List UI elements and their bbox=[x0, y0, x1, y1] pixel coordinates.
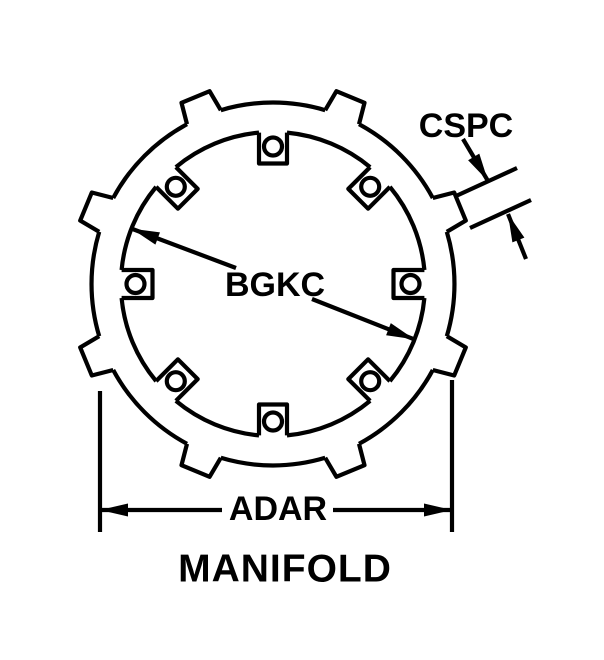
adar-dimension-line-arrowhead bbox=[424, 503, 452, 517]
cspc-leader-arrowhead bbox=[468, 153, 488, 181]
outer-rim-arc bbox=[111, 369, 188, 446]
inner-bore-arc bbox=[286, 399, 372, 438]
inner-bore-arc bbox=[388, 185, 427, 271]
outer-rim-arc bbox=[220, 455, 326, 468]
inner-bore-arc bbox=[119, 185, 158, 271]
mounting-tab bbox=[323, 443, 367, 479]
bolt-boss bbox=[256, 132, 290, 166]
bolt-boss bbox=[391, 267, 425, 301]
bolt-boss bbox=[121, 267, 155, 301]
mounting-tab bbox=[78, 190, 114, 234]
bolt-boss bbox=[346, 357, 392, 403]
outer-rim-arc bbox=[89, 231, 102, 337]
bolt-hole bbox=[261, 135, 285, 158]
outer-rim-arc bbox=[358, 122, 435, 199]
cspc-tick-line bbox=[455, 166, 518, 198]
inner-bore-arc bbox=[174, 130, 260, 169]
bolt-hole bbox=[261, 410, 285, 433]
bolt-hole bbox=[124, 272, 147, 296]
bolt-boss bbox=[346, 165, 392, 211]
mounting-tab bbox=[323, 89, 367, 125]
cspc-leader-arrowhead bbox=[508, 214, 525, 243]
bolt-hole bbox=[399, 272, 422, 296]
mounting-tab bbox=[78, 334, 114, 378]
outer-rim-arc bbox=[220, 100, 326, 113]
bolt-hole bbox=[164, 175, 187, 198]
outer-rim-arc bbox=[444, 231, 457, 337]
bolt-boss bbox=[154, 357, 200, 403]
mounting-tab bbox=[432, 190, 468, 234]
inner-bore-arc bbox=[388, 297, 427, 383]
mounting-tab bbox=[179, 443, 223, 479]
outer-rim-arc bbox=[111, 122, 188, 199]
bgkc-label: BGKC bbox=[224, 266, 326, 304]
bgkc-leader-arrowhead bbox=[131, 228, 160, 245]
bolt-boss bbox=[256, 402, 290, 436]
bolt-hole bbox=[359, 370, 382, 393]
cspc-label: CSPC bbox=[418, 107, 514, 145]
bolt-hole bbox=[359, 175, 382, 198]
mounting-tab bbox=[432, 334, 468, 378]
inner-bore-arc bbox=[119, 297, 158, 383]
adar-label: ADAR bbox=[228, 490, 328, 528]
figure-title: MANIFOLD bbox=[178, 547, 392, 591]
bgkc-leader-arrowhead bbox=[386, 323, 415, 340]
inner-bore-arc bbox=[174, 399, 260, 438]
inner-bore-arc bbox=[286, 130, 372, 169]
adar-dimension-line-arrowhead bbox=[100, 503, 128, 517]
mounting-tab bbox=[179, 89, 223, 125]
bolt-hole bbox=[164, 370, 187, 393]
cspc-tick-line bbox=[469, 198, 532, 230]
outer-rim-arc bbox=[358, 369, 435, 446]
bolt-boss bbox=[154, 165, 200, 211]
